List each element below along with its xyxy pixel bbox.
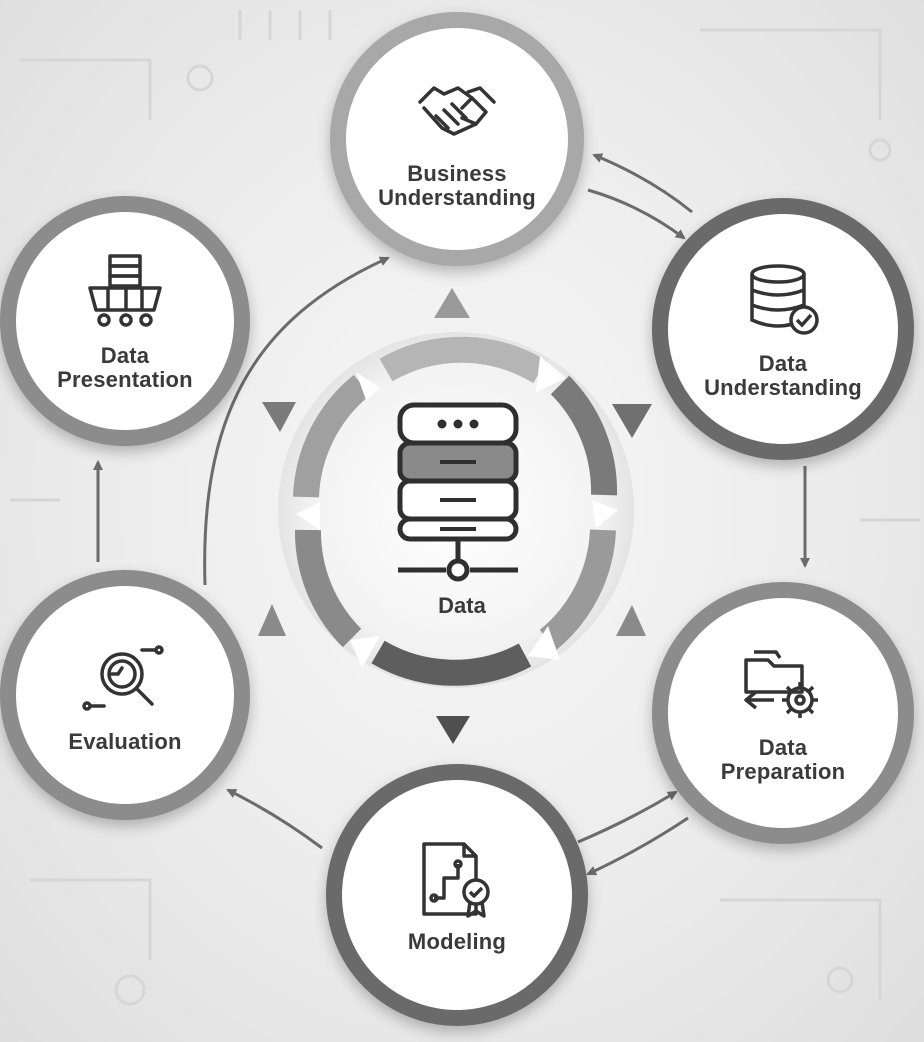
circuit-background [10,10,920,1006]
stage-business-understanding[interactable]: Business Understanding [330,12,584,266]
center-cycle-ring [293,336,618,686]
arrow-modeling-to-preparation [577,790,678,844]
stage-label: Data Preparation [720,734,846,784]
stage-data-understanding[interactable]: Data Understanding [652,198,914,460]
stage-label: Business Understanding [378,160,536,210]
stage-evaluation[interactable]: Evaluation [0,570,250,820]
arrow-preparation-to-modeling [586,816,689,876]
blueprint-badge-icon [422,842,490,918]
stage-data-preparation[interactable]: Data Preparation [652,582,914,844]
stage-label: Modeling [407,928,507,954]
magnifier-circuit-icon [82,645,164,711]
stage-data-presentation[interactable]: Data Presentation [0,196,250,446]
stage-label: Evaluation [68,728,182,754]
center-data-label: Data [438,593,486,618]
stage-label: Data Understanding [704,350,862,400]
arrow-business-to-data-understanding [587,188,686,240]
server-cart-icon [88,254,162,327]
arrow-data-understanding-to-business [592,153,693,214]
folder-gear-icon [744,650,818,718]
triangle-markers [258,288,652,744]
cycle-arrows [93,153,810,876]
database-icon [397,402,519,582]
database-check-icon [750,264,819,335]
arrow-modeling-to-evaluation [226,788,323,850]
arrow-evaluation-to-business [203,256,390,586]
stage-label: Data Presentation [57,342,193,392]
stage-modeling[interactable]: Modeling [326,764,588,1026]
handshake-icon [418,86,496,136]
center-ring-arrowheads [296,356,618,668]
